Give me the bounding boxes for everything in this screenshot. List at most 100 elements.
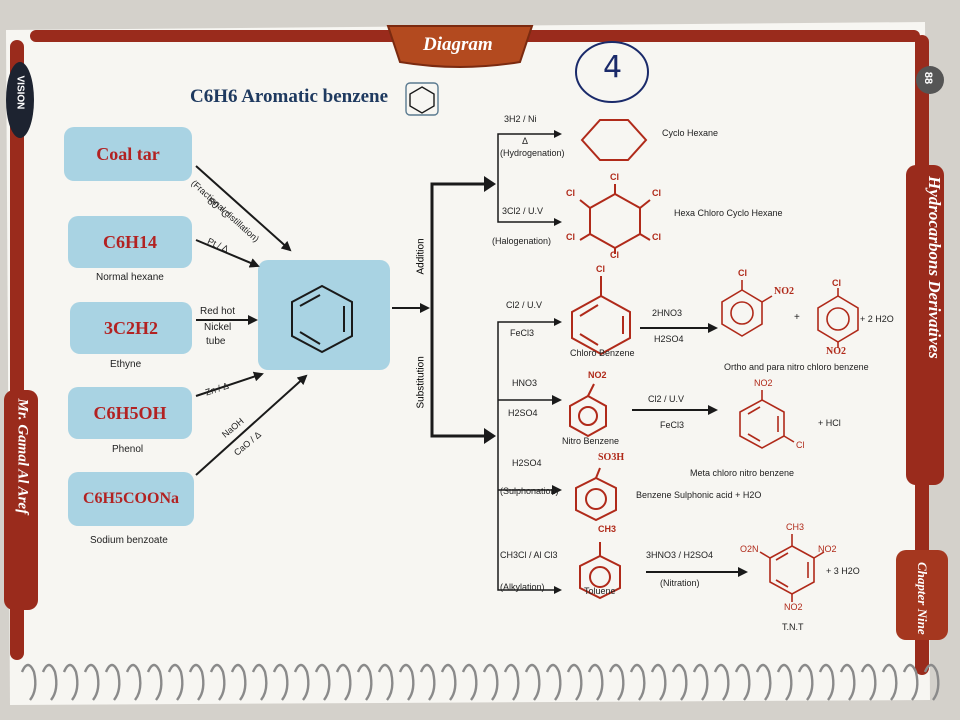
source-coal-tar: Coal tar bbox=[64, 127, 192, 181]
meta-product-ring bbox=[739, 390, 795, 449]
nitro-catalyst: H2SO4 bbox=[508, 408, 538, 418]
spiral-ring bbox=[818, 663, 835, 701]
source-ethyne-caption: Ethyne bbox=[110, 359, 142, 370]
alkyl-ch3: CH3 bbox=[598, 524, 617, 534]
branch-substitution: Substitution bbox=[415, 356, 427, 409]
branch-arrow-bottom bbox=[484, 428, 496, 444]
chlor-byproduct: + 2 H2O bbox=[860, 314, 894, 324]
page-title: C6H6 Aromatic benzene bbox=[190, 86, 389, 107]
benzene-center-ring bbox=[291, 284, 353, 354]
spiral-ring bbox=[377, 663, 394, 701]
brand-label: VISION bbox=[14, 75, 26, 110]
spiral-ring bbox=[146, 663, 163, 701]
halo-reagent: 3Cl2 / U.V bbox=[502, 206, 544, 216]
right-banner bbox=[906, 165, 944, 485]
branch-arrow-top bbox=[484, 176, 496, 192]
spiral-ring bbox=[125, 663, 142, 701]
substitution-arrow-1 bbox=[554, 318, 562, 326]
spiral-ring bbox=[734, 663, 751, 701]
handwritten-circle bbox=[575, 41, 649, 103]
arrow-benzoate bbox=[195, 374, 308, 476]
spiral-ring bbox=[797, 663, 814, 701]
alkyl-type: (Alkylation) bbox=[500, 582, 545, 592]
alkyl-byproduct: + 3 H2O bbox=[826, 566, 860, 576]
spiral-ring bbox=[419, 663, 436, 701]
ortho-cl: Cl bbox=[738, 268, 747, 278]
chlorobenzene-ring bbox=[571, 276, 631, 356]
spiral-ring bbox=[20, 663, 37, 701]
spiral-ring bbox=[524, 663, 541, 701]
source-coal-tar-label: Coal tar bbox=[96, 143, 160, 164]
arrow-coal-tar bbox=[195, 165, 292, 252]
branch-bracket bbox=[430, 182, 494, 438]
sulph-reagent: H2SO4 bbox=[512, 458, 542, 468]
chlor-reagent: Cl2 / U.V bbox=[506, 300, 543, 310]
left-banner bbox=[4, 390, 38, 610]
cond-redhot: Red hot bbox=[200, 306, 236, 317]
chlor-final: Ortho and para nitro chloro benzene bbox=[724, 362, 869, 372]
spiral-ring bbox=[335, 663, 352, 701]
source-phenol-label: C6H5OH bbox=[93, 402, 167, 423]
para-no2: NO2 bbox=[826, 346, 846, 357]
spiral-ring bbox=[398, 663, 415, 701]
source-ethyne-label: 3C2H2 bbox=[104, 317, 158, 338]
spiral-binding bbox=[20, 663, 940, 701]
spiral-ring bbox=[713, 663, 730, 701]
source-phenol: C6H5OH bbox=[68, 387, 192, 439]
chlor-product: Chloro Benzene bbox=[570, 348, 635, 358]
chlor-next-reagent: 2HNO3 bbox=[652, 308, 683, 318]
cond-tube: tube bbox=[206, 336, 226, 347]
substitution-arrow-4 bbox=[554, 586, 562, 594]
diagram-tab-label: Diagram bbox=[423, 34, 493, 55]
spiral-ring bbox=[188, 663, 205, 701]
meta-no2: NO2 bbox=[754, 378, 773, 388]
sulphonic-ring bbox=[575, 467, 617, 522]
hydro-heat: Δ bbox=[522, 136, 529, 146]
sulph-group: SO3H bbox=[598, 452, 625, 463]
page-number: 88 bbox=[922, 71, 935, 85]
spiral-ring bbox=[692, 663, 709, 701]
addition-bracket bbox=[497, 133, 560, 223]
halo-cl-2: Cl bbox=[652, 188, 661, 198]
alkyl-final: T.N.T bbox=[782, 622, 804, 632]
spiral-ring bbox=[671, 663, 688, 701]
spiral-ring bbox=[503, 663, 520, 701]
hydro-product: Cyclo Hexane bbox=[662, 128, 719, 138]
cond-nickel: Nickel bbox=[204, 322, 232, 333]
arrow-hexane bbox=[195, 239, 260, 268]
spiral-ring bbox=[251, 663, 268, 701]
chlor-catalyst: FeCl3 bbox=[510, 328, 535, 338]
right-banner-title: Hydrocarbons Derivatives bbox=[925, 176, 944, 359]
spiral-ring bbox=[440, 663, 457, 701]
spiral-ring bbox=[839, 663, 856, 701]
spiral-ring bbox=[776, 663, 793, 701]
chlor-next-catalyst: H2SO4 bbox=[654, 334, 684, 344]
spiral-ring bbox=[41, 663, 58, 701]
hydro-reagent: 3H2 / Ni bbox=[504, 114, 537, 124]
spiral-ring bbox=[272, 663, 289, 701]
chlor-plus: + bbox=[794, 312, 800, 323]
para-cl: Cl bbox=[832, 278, 841, 288]
alkyl-next-reagent: 3HNO3 / H2SO4 bbox=[646, 550, 714, 560]
spiral-ring bbox=[461, 663, 478, 701]
halo-cl-1: Cl bbox=[610, 172, 619, 182]
page-number-badge bbox=[916, 66, 944, 94]
nitrobenzene-ring bbox=[569, 383, 607, 438]
spiral-ring bbox=[482, 663, 499, 701]
title-benzene-icon bbox=[405, 82, 439, 116]
addition-arrow-1 bbox=[554, 130, 562, 138]
hydro-type: (Hydrogenation) bbox=[500, 148, 565, 158]
halo-cl-5: Cl bbox=[566, 232, 575, 242]
source-phenol-caption: Phenol bbox=[112, 444, 144, 455]
chapter-label: Chapter Nine bbox=[915, 562, 930, 635]
halo-product: Hexa Chloro Cyclo Hexane bbox=[674, 208, 783, 218]
brand-badge bbox=[6, 62, 34, 138]
nitro-reagent: HNO3 bbox=[512, 378, 538, 388]
paper-sheet bbox=[6, 22, 930, 705]
ortho-product-ring bbox=[721, 280, 773, 337]
halo-cl-3: Cl bbox=[652, 232, 661, 242]
sulph-type: (Sulphonation) bbox=[500, 486, 559, 496]
spiral-ring bbox=[755, 663, 772, 701]
spiral-ring bbox=[230, 663, 247, 701]
spiral-ring bbox=[587, 663, 604, 701]
